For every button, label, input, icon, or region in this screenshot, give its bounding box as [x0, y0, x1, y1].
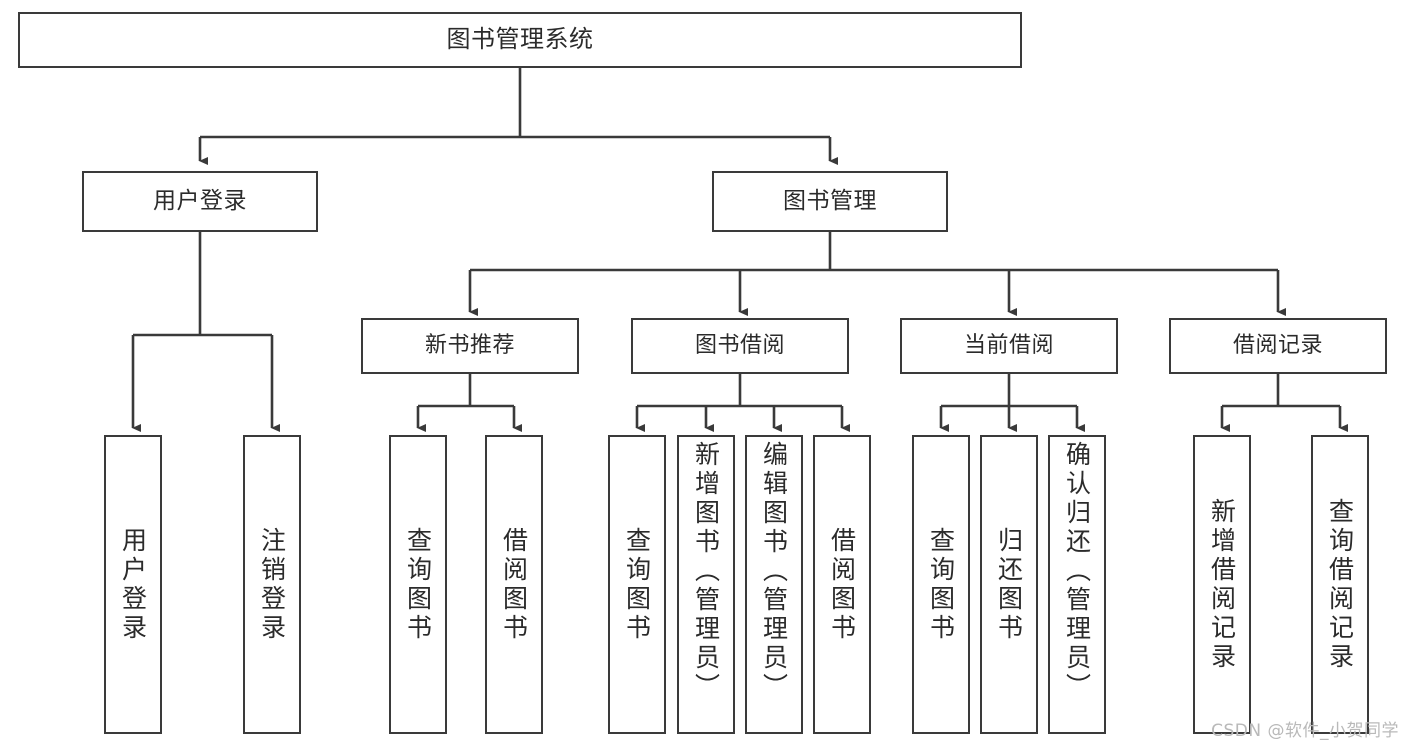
node-label: 图书借阅	[694, 333, 785, 359]
node-book-borrowing[interactable]: 图书借阅	[631, 318, 849, 374]
leaf-book-borrow-edit-book-admin[interactable]: 编辑图书（管理员）	[745, 435, 803, 734]
node-label: 查询图书	[926, 526, 956, 643]
leaf-book-borrow-query-books[interactable]: 查询图书	[608, 435, 666, 734]
node-label: 借阅记录	[1232, 333, 1323, 359]
leaf-user-login-logout[interactable]: 注销登录	[243, 435, 301, 734]
watermark-text: CSDN @软件_小贺同学	[1211, 721, 1399, 741]
node-label: 借阅图书	[499, 526, 529, 643]
leaf-current-borrow-return-books[interactable]: 归还图书	[980, 435, 1038, 734]
node-label: 新增借阅记录	[1207, 497, 1237, 672]
node-label: 新书推荐	[424, 333, 515, 359]
leaf-current-borrow-confirm-return-admin[interactable]: 确认归还（管理员）	[1048, 435, 1106, 734]
node-label: 图书管理系统	[446, 25, 594, 54]
node-label: 编辑图书（管理员）	[759, 441, 789, 702]
node-label: 查询图书	[403, 526, 433, 643]
node-label: 确认归还（管理员）	[1062, 441, 1092, 702]
leaf-borrow-record-add-record[interactable]: 新增借阅记录	[1193, 435, 1251, 734]
node-label: 图书管理	[783, 188, 877, 215]
node-user-login[interactable]: 用户登录	[82, 171, 318, 232]
node-label: 注销登录	[257, 526, 287, 643]
node-root-book-management-system[interactable]: 图书管理系统	[18, 12, 1022, 68]
node-label: 借阅图书	[827, 526, 857, 643]
leaf-new-book-query-books[interactable]: 查询图书	[389, 435, 447, 734]
node-label: 归还图书	[994, 526, 1024, 643]
leaf-new-book-borrow-books[interactable]: 借阅图书	[485, 435, 543, 734]
node-current-borrowing[interactable]: 当前借阅	[900, 318, 1118, 374]
node-book-management[interactable]: 图书管理	[712, 171, 948, 232]
node-borrowing-record[interactable]: 借阅记录	[1169, 318, 1387, 374]
node-label: 用户登录	[153, 188, 247, 215]
node-label: 用户登录	[118, 526, 148, 643]
leaf-current-borrow-query-books[interactable]: 查询图书	[912, 435, 970, 734]
leaf-user-login-login[interactable]: 用户登录	[104, 435, 162, 734]
node-new-book-recommendation[interactable]: 新书推荐	[361, 318, 579, 374]
node-label: 新增图书（管理员）	[691, 441, 721, 702]
node-label: 查询图书	[622, 526, 652, 643]
leaf-borrow-record-query-record[interactable]: 查询借阅记录	[1311, 435, 1369, 734]
node-label: 查询借阅记录	[1325, 497, 1355, 672]
leaf-book-borrow-borrow-books[interactable]: 借阅图书	[813, 435, 871, 734]
leaf-book-borrow-add-book-admin[interactable]: 新增图书（管理员）	[677, 435, 735, 734]
node-label: 当前借阅	[963, 333, 1054, 359]
